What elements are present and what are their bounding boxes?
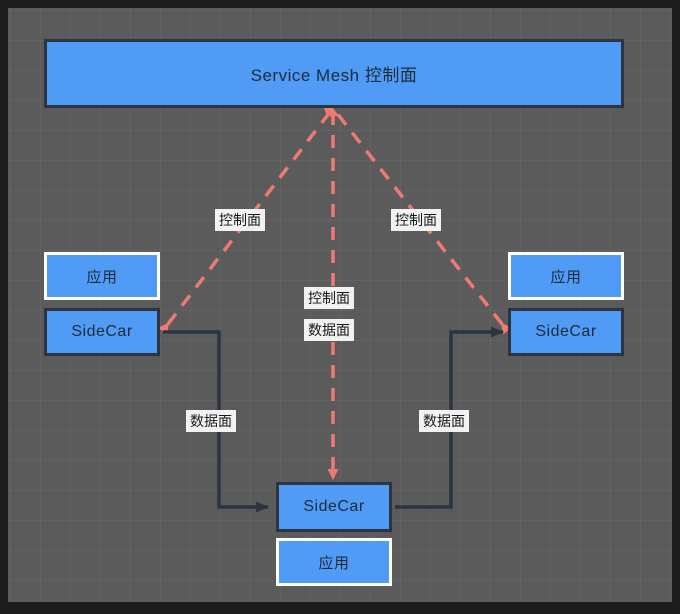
edge-label-control-plane-right: 控制面 <box>391 209 441 231</box>
edge-label-control-plane-left: 控制面 <box>215 209 265 231</box>
edge-label-control-plane-center: 控制面 <box>304 287 354 309</box>
node-app-left-label: 应用 <box>86 268 118 286</box>
node-control-plane-label: Service Mesh 控制面 <box>250 66 418 85</box>
node-app-left[interactable]: 应用 <box>44 252 160 300</box>
edge-label-data-plane-right: 数据面 <box>419 410 469 432</box>
node-app-right[interactable]: 应用 <box>508 252 624 300</box>
node-control-plane[interactable]: Service Mesh 控制面 <box>44 39 624 108</box>
node-app-bottom[interactable]: 应用 <box>276 538 392 586</box>
node-sidecar-right-label: SideCar <box>535 323 597 340</box>
edge-label-data-plane-center: 数据面 <box>304 319 354 341</box>
node-sidecar-left[interactable]: SideCar <box>44 308 160 356</box>
edge-label-data-plane-left: 数据面 <box>186 410 236 432</box>
node-sidecar-bottom-label: SideCar <box>303 498 365 515</box>
node-sidecar-right[interactable]: SideCar <box>508 308 624 356</box>
node-app-right-label: 应用 <box>550 268 582 286</box>
node-app-bottom-label: 应用 <box>318 554 350 572</box>
node-sidecar-left-label: SideCar <box>71 323 133 340</box>
diagram-canvas: Service Mesh 控制面 应用 SideCar 应用 SideCar S… <box>8 8 672 602</box>
node-sidecar-bottom[interactable]: SideCar <box>276 482 392 532</box>
